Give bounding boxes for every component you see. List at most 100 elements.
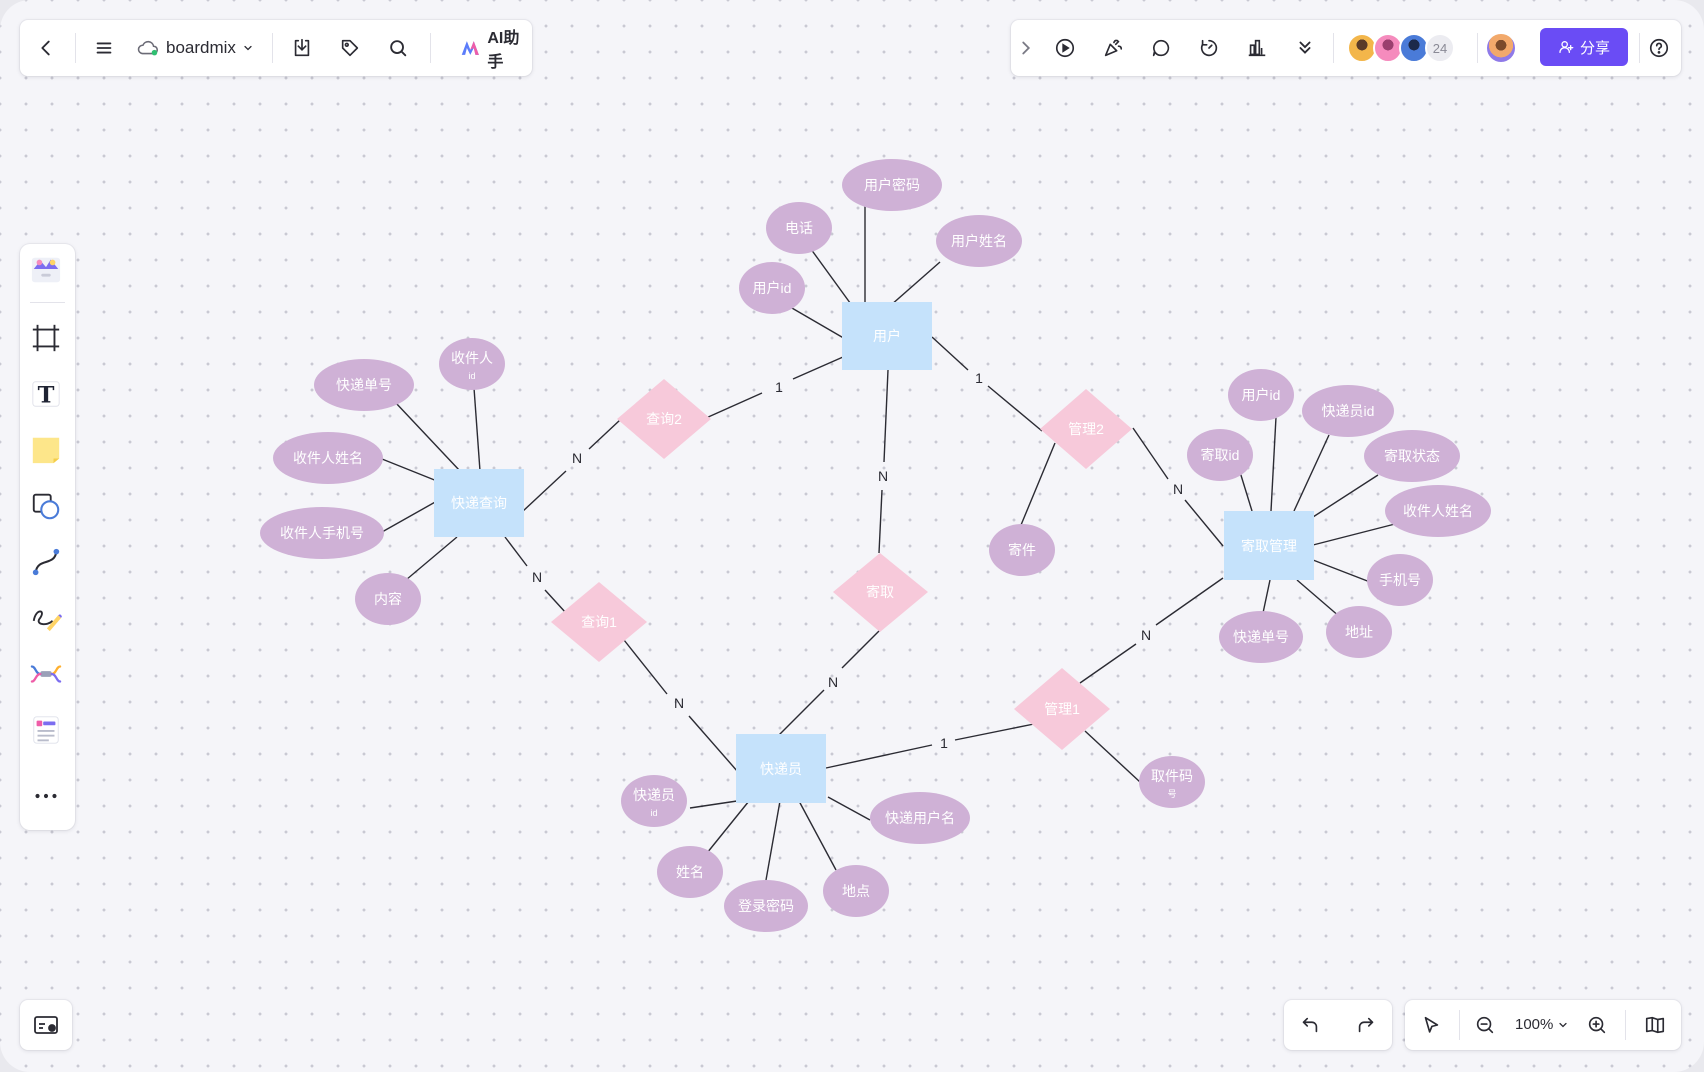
minimap-button[interactable] (20, 1000, 72, 1050)
hamburger-menu-icon (96, 42, 112, 54)
attribute-user-name[interactable] (936, 215, 1022, 267)
attribute-pickup-code[interactable] (1139, 756, 1205, 808)
download-button[interactable] (286, 32, 318, 64)
expand-toolbar-button[interactable] (1015, 32, 1037, 64)
more-tools-button[interactable] (1289, 32, 1321, 64)
attribute-location[interactable] (823, 865, 889, 917)
attribute-recipient-id[interactable] (439, 338, 505, 390)
sticky-note-icon (32, 437, 60, 464)
collaborator-count-badge[interactable]: 24 (1425, 33, 1455, 63)
back-button[interactable] (30, 32, 62, 64)
outline-view-button[interactable] (1639, 1009, 1671, 1041)
attribute-pickup-status[interactable] (1364, 430, 1460, 482)
shape-tool[interactable] (30, 490, 62, 522)
share-button[interactable]: 分享 (1540, 28, 1628, 66)
more-tools[interactable] (30, 780, 62, 812)
celebrate-button[interactable] (1097, 32, 1129, 64)
tag-icon (341, 39, 359, 57)
attribute-label: id (468, 371, 475, 381)
attribute-label: 地点 (842, 883, 870, 899)
attribute-address[interactable] (1326, 606, 1392, 658)
comment-button[interactable] (1145, 32, 1177, 64)
mindmap-tool[interactable] (30, 658, 62, 690)
cardinality-label: N (1173, 481, 1183, 497)
select-tool-button[interactable] (1415, 1009, 1447, 1041)
attribute-courier-username[interactable] (870, 792, 970, 844)
attribute-mgmt-user-id[interactable] (1228, 369, 1294, 421)
attribute-label: 电话 (785, 220, 813, 236)
search-button[interactable] (382, 32, 414, 64)
zoom-in-button[interactable] (1581, 1009, 1613, 1041)
pen-tool[interactable] (30, 602, 62, 634)
attribute-mobile[interactable] (1367, 554, 1433, 606)
connector-tool[interactable] (30, 546, 62, 578)
relation-label: 查询1 (581, 614, 617, 630)
menu-button[interactable] (88, 32, 120, 64)
entity-express-query[interactable] (434, 469, 524, 537)
entity-label: 快递查询 (451, 495, 507, 511)
ai-assistant-button[interactable]: AI助手 (460, 30, 532, 71)
avatar[interactable] (1347, 33, 1377, 63)
attribute-label: 收件人 (451, 350, 493, 366)
attribute-user-password[interactable] (842, 159, 942, 211)
relation-query1[interactable] (551, 582, 647, 662)
attribute-label: 收件人姓名 (293, 450, 363, 466)
attribute-mgmt-tracking-no[interactable] (1219, 611, 1303, 663)
attribute-name[interactable] (657, 846, 723, 898)
attribute-recipient-name[interactable] (273, 432, 383, 484)
divider (30, 302, 65, 303)
sticky-note-tool[interactable] (30, 434, 62, 466)
cardinality-label: N (572, 450, 582, 466)
attribute-send[interactable] (989, 524, 1055, 576)
play-circle-icon (1055, 38, 1075, 58)
app-tool[interactable] (30, 714, 62, 746)
attribute-phone[interactable] (766, 202, 832, 254)
redo-button[interactable] (1350, 1009, 1382, 1041)
vote-button[interactable] (1241, 32, 1273, 64)
templates-icon (31, 257, 61, 283)
timer-button[interactable] (1193, 32, 1225, 64)
avatar[interactable] (1399, 33, 1429, 63)
cardinality-label: N (1141, 627, 1151, 643)
divider (272, 33, 273, 63)
entity-pickup-management[interactable] (1224, 511, 1314, 580)
top-right-toolbar: 24 分享 (1011, 20, 1681, 76)
document-name-dropdown[interactable]: boardmix (136, 32, 254, 64)
attribute-user-id[interactable] (739, 262, 805, 314)
template-tool[interactable] (30, 254, 62, 286)
current-user-avatar[interactable] (1485, 32, 1517, 64)
relation-pickup[interactable] (833, 553, 928, 632)
relation-manage1[interactable] (1014, 668, 1110, 750)
zoom-level-dropdown[interactable]: 100% (1515, 1016, 1569, 1033)
present-button[interactable] (1049, 32, 1081, 64)
attribute-courier-id-2[interactable] (621, 775, 687, 827)
divider (75, 33, 76, 63)
relation-query2[interactable] (617, 379, 711, 459)
help-button[interactable] (1643, 32, 1675, 64)
attribute-mgmt-recipient-name[interactable] (1385, 485, 1491, 537)
attribute-pickup-id[interactable] (1187, 429, 1253, 481)
divider (1459, 1010, 1460, 1040)
text-tool[interactable]: T (30, 378, 62, 410)
ai-logo-icon (461, 41, 479, 55)
attribute-courier-id[interactable] (1302, 385, 1394, 437)
entity-user[interactable] (842, 302, 932, 370)
undo-button[interactable] (1294, 1009, 1326, 1041)
attribute-recipient-phone[interactable] (260, 507, 384, 559)
attributes (260, 159, 1491, 932)
entity-label: 快递员 (760, 761, 802, 777)
cardinality-label: N (532, 569, 542, 585)
tag-button[interactable] (334, 32, 366, 64)
entity-courier[interactable] (736, 734, 826, 803)
attribute-login-password[interactable] (724, 880, 808, 932)
zoom-out-button[interactable] (1469, 1009, 1501, 1041)
frame-tool[interactable] (30, 322, 62, 354)
relation-manage2[interactable] (1040, 389, 1132, 469)
zoom-out-icon (1476, 1016, 1494, 1034)
attribute-content[interactable] (355, 573, 421, 625)
attribute-tracking-no[interactable] (314, 359, 414, 411)
attribute-label: 用户密码 (864, 177, 920, 193)
bar-chart-icon (1248, 39, 1266, 57)
